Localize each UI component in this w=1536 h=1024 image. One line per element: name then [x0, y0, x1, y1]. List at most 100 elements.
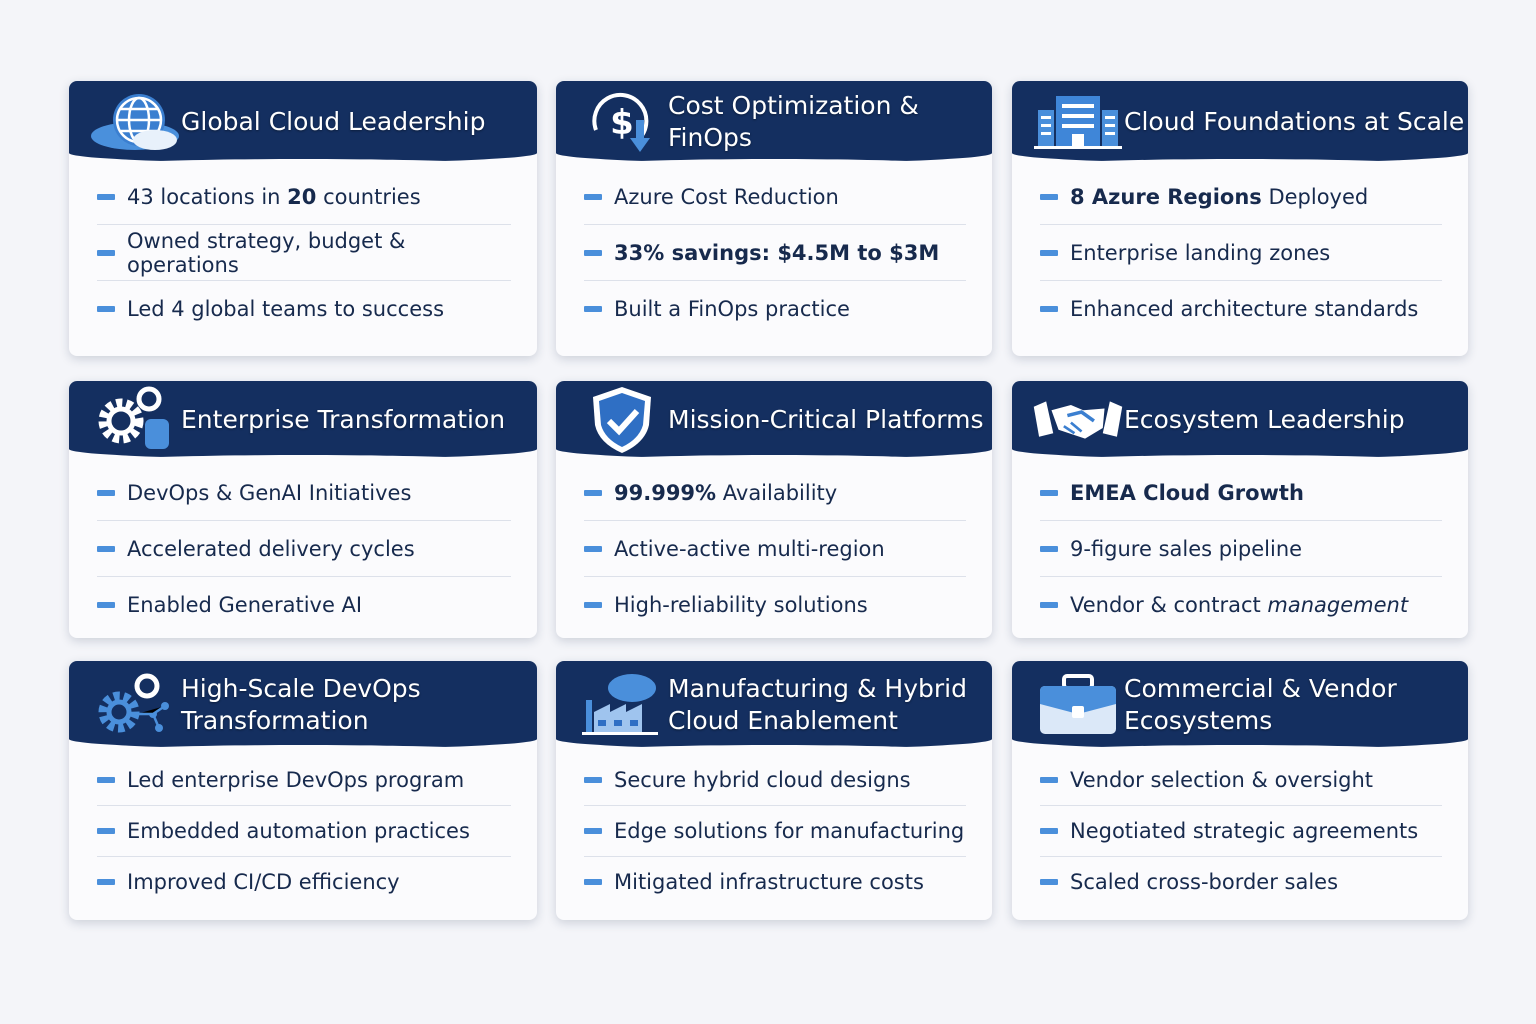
- bullet-icon: [1040, 601, 1058, 608]
- item-text: Embedded automation practices: [127, 819, 470, 843]
- item-text-part: Led 4 global teams to success: [127, 296, 445, 321]
- list-item: Led enterprise DevOps program: [97, 755, 511, 806]
- item-text: Negotiated strategic agreements: [1070, 819, 1418, 843]
- card-header: Commercial & Vendor Ecosystems: [1012, 661, 1468, 755]
- item-text-part: Active-active multi-region: [614, 536, 885, 561]
- item-text: Enhanced architecture standards: [1070, 297, 1418, 321]
- card-title: Commercial & Vendor Ecosystems: [1124, 674, 1397, 735]
- item-text: Vendor selection & oversight: [1070, 768, 1373, 792]
- item-text: 33% savings: $4.5M to $3M: [614, 241, 939, 265]
- item-text-part: Enterprise landing zones: [1070, 240, 1331, 265]
- card-header: Mission-Critical Platforms: [556, 381, 992, 465]
- item-text: Accelerated delivery cycles: [127, 537, 415, 561]
- item-text-part: Vendor & contract: [1070, 592, 1268, 617]
- list-item: Led 4 global teams to success: [97, 281, 511, 336]
- bullet-icon: [584, 489, 602, 496]
- item-text: Secure hybrid cloud designs: [614, 768, 911, 792]
- list-item: High-reliability solutions: [584, 577, 966, 632]
- list-item: 43 locations in 20 countries: [97, 169, 511, 225]
- item-text-part: countries: [316, 184, 421, 209]
- list-item: DevOps & GenAI Initiatives: [97, 465, 511, 521]
- bullet-icon: [1040, 879, 1058, 885]
- card-title: Mission-Critical Platforms: [668, 405, 984, 434]
- list-item: 9-figure sales pipeline: [1040, 521, 1442, 577]
- card-shield-check: Mission-Critical Platforms 99.999% Availa…: [556, 381, 992, 638]
- card-title: Manufacturing & Hybrid Cloud Enablement: [668, 674, 967, 735]
- bullet-icon: [584, 879, 602, 885]
- item-text-part: Vendor selection & oversight: [1070, 768, 1374, 792]
- item-text-part: Led enterprise DevOps program: [127, 768, 465, 792]
- item-text-part: Secure hybrid cloud designs: [614, 768, 911, 792]
- bullet-icon: [1040, 489, 1058, 496]
- bullet-icon: [1040, 249, 1058, 256]
- bullet-icon: [97, 828, 115, 834]
- item-text: Owned strategy, budget & operations: [127, 229, 511, 277]
- item-text-bold: 8 Azure Regions: [1070, 184, 1262, 209]
- bullet-icon: [584, 305, 602, 312]
- item-text-part: 9-figure sales pipeline: [1070, 536, 1303, 561]
- card-title: Cloud Foundations at Scale: [1124, 107, 1465, 136]
- list-item: Improved CI/CD efficiency: [97, 857, 511, 907]
- list-item: EMEA Cloud Growth: [1040, 465, 1442, 521]
- bullet-icon: [97, 305, 115, 312]
- handshake-icon: [1032, 395, 1124, 445]
- globe-cloud-icon: [89, 92, 181, 152]
- bullet-icon: [97, 601, 115, 608]
- shield-check-icon: [576, 385, 668, 455]
- item-text: Azure Cost Reduction: [614, 185, 839, 209]
- item-text: 8 Azure Regions Deployed: [1070, 185, 1368, 209]
- card-header: High-Scale DevOps Transformation: [69, 661, 537, 755]
- item-text-part: Edge solutions for manufacturing: [614, 819, 965, 843]
- gears-network-icon: [89, 670, 181, 740]
- item-text-part: Deployed: [1261, 184, 1369, 209]
- item-text: Led enterprise DevOps program: [127, 768, 464, 792]
- briefcase-icon: [1032, 672, 1124, 738]
- bullet-icon: [97, 249, 115, 256]
- card-title: High-Scale DevOps Transformation: [181, 674, 421, 735]
- item-text-part: Enhanced architecture standards: [1070, 296, 1419, 321]
- item-text-part: Mitigated infrastructure costs: [614, 870, 924, 894]
- item-text: Improved CI/CD efficiency: [127, 870, 400, 894]
- list-item: 99.999% Availability: [584, 465, 966, 521]
- bullet-icon: [97, 545, 115, 552]
- card-buildings: Cloud Foundations at Scale 8 Azure Region…: [1012, 81, 1468, 356]
- item-text-part: Enabled Generative AI: [127, 592, 363, 617]
- card-header: Cloud Foundations at Scale: [1012, 81, 1468, 169]
- card-header: Manufacturing & Hybrid Cloud Enablement: [556, 661, 992, 755]
- list-item: Vendor & contract management: [1040, 577, 1442, 632]
- item-text-part: Negotiated strategic agreements: [1070, 819, 1419, 843]
- item-text: Edge solutions for manufacturing: [614, 819, 964, 843]
- factory-cloud-icon: [576, 670, 668, 740]
- list-item: Enabled Generative AI: [97, 577, 511, 632]
- item-text: Mitigated infrastructure costs: [614, 870, 924, 894]
- card-list: Azure Cost Reduction 33% savings: $4.5M t…: [556, 163, 992, 336]
- list-item: Mitigated infrastructure costs: [584, 857, 966, 907]
- bullet-icon: [97, 879, 115, 885]
- bullet-icon: [584, 545, 602, 552]
- list-item: Vendor selection & oversight: [1040, 755, 1442, 806]
- bullet-icon: [1040, 545, 1058, 552]
- bullet-icon: [1040, 828, 1058, 834]
- list-item: Owned strategy, budget & operations: [97, 225, 511, 281]
- item-text: 43 locations in 20 countries: [127, 185, 421, 209]
- item-text-part: Built a FinOps practice: [614, 296, 850, 321]
- list-item: Scaled cross-border sales: [1040, 857, 1442, 907]
- gears-icon: [89, 385, 181, 455]
- item-text-part: Improved CI/CD efficiency: [127, 870, 400, 894]
- buildings-icon: [1032, 94, 1124, 150]
- item-text-part: Availability: [716, 480, 838, 505]
- list-item: Azure Cost Reduction: [584, 169, 966, 225]
- svg-text:$: $: [610, 103, 634, 143]
- list-item: Secure hybrid cloud designs: [584, 755, 966, 806]
- item-text-part: Embedded automation practices: [127, 819, 470, 843]
- bullet-icon: [584, 828, 602, 834]
